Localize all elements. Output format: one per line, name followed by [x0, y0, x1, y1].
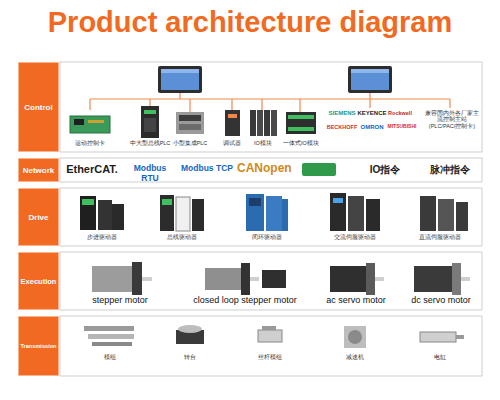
drive-caption: 总线驱动器 — [157, 234, 207, 240]
motor-units — [92, 262, 470, 296]
network-badge — [302, 163, 336, 176]
device-caption: 运动控制卡 — [65, 140, 115, 146]
band-frame — [60, 188, 482, 246]
part-caption: 电缸 — [415, 354, 465, 360]
motor-caption: ac servo motor — [321, 295, 391, 305]
band-frame — [60, 316, 482, 376]
protocol-name: Modbus RTU — [124, 164, 176, 184]
drive-caption: 步进驱动器 — [77, 234, 127, 240]
protocol-name: EtherCAT. — [64, 163, 120, 176]
control-devices — [70, 106, 316, 138]
layer-label-box: Drive — [18, 188, 59, 246]
device-caption: 中大型总线PLC — [126, 140, 174, 146]
device-caption: 一体式IO模块 — [279, 140, 323, 146]
motor-caption: closed loop stepper motor — [189, 295, 301, 305]
drive-caption: 直流伺服驱动器 — [410, 234, 470, 240]
transmission-parts — [84, 325, 464, 348]
motor-caption: stepper motor — [85, 295, 155, 305]
motor-caption: dc servo motor — [406, 295, 476, 305]
layer-label: Control — [24, 103, 52, 112]
layer-label: Transmission — [20, 343, 56, 349]
layer-label-box: Network — [18, 158, 59, 182]
device-caption: IO模块 — [248, 140, 278, 146]
device-caption: MITSUBISHI — [384, 124, 420, 130]
layer-label-box: Transmission — [18, 316, 59, 376]
device-caption: 小型集成PLC — [170, 140, 210, 146]
device-caption: 兼容国内外各厂家主流控制主站(PLC/PAC/控制卡) — [425, 110, 479, 129]
drive-caption: 交流伺服驱动器 — [325, 234, 385, 240]
layer-label: Drive — [28, 213, 48, 222]
part-caption: 模组 — [85, 354, 135, 360]
layer-label: Execution — [21, 277, 57, 286]
drive-caption: 闭环驱动器 — [242, 234, 292, 240]
protocol-name: Modbus TCP — [181, 164, 233, 174]
device-caption: SIEMENS — [325, 110, 359, 117]
hmi-panel — [158, 66, 392, 93]
protocol-name: 脉冲指令 — [425, 164, 475, 176]
layer-label-box: Control — [18, 62, 59, 152]
part-caption: 丝杆模组 — [245, 354, 295, 360]
part-caption: 转台 — [165, 354, 215, 360]
part-caption: 减速机 — [330, 354, 380, 360]
device-caption: Rockwell — [385, 110, 415, 116]
protocol-name: CANopen — [237, 162, 287, 176]
device-caption: OMRON — [357, 124, 387, 131]
protocol-name: IO指令 — [360, 164, 410, 176]
band-frame — [60, 252, 482, 310]
band-frame — [60, 158, 482, 182]
band-frame — [60, 62, 482, 152]
device-caption: KEYENCE — [357, 110, 387, 117]
device-caption: 调试器 — [217, 140, 247, 146]
drive-units — [80, 193, 468, 231]
layer-label-box: Execution — [18, 252, 59, 310]
layer-label: Network — [23, 166, 55, 175]
diagram-title: Product architecture diagram — [0, 6, 500, 39]
device-caption: BECKHOFF — [324, 124, 360, 130]
